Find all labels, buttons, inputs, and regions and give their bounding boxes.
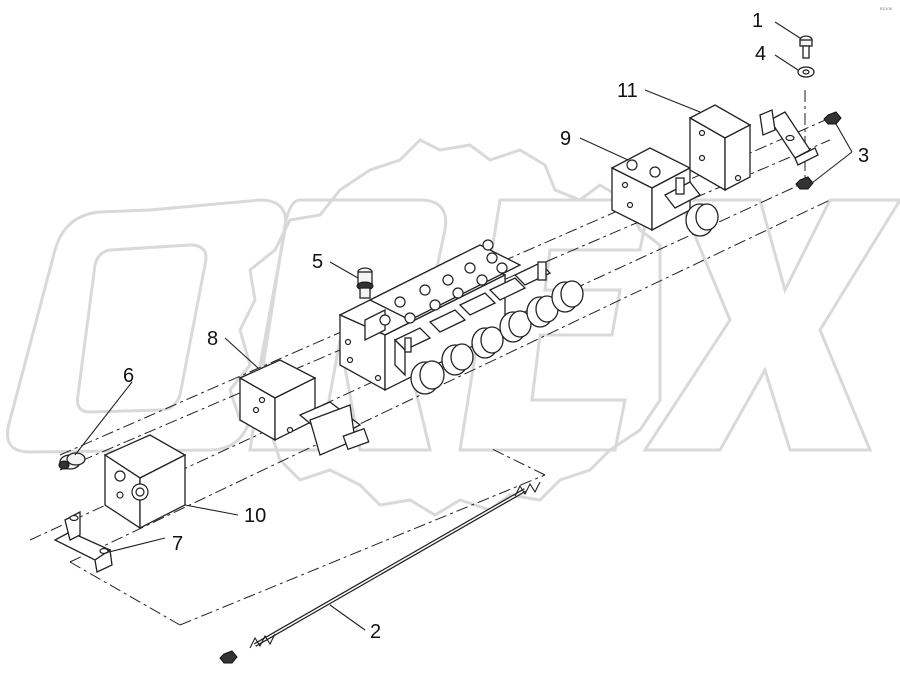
bracket-part-7 xyxy=(53,510,113,573)
nut-part-3-bottom xyxy=(795,176,814,190)
corner-mark: ᴮ²¹⁰⁶ xyxy=(880,7,893,14)
watermark-letter-e xyxy=(458,198,652,452)
washer-part-4 xyxy=(797,66,815,78)
end-block-part-9 xyxy=(610,147,719,237)
callout-6: 6 xyxy=(123,365,134,387)
middle-block-part-8 xyxy=(238,359,370,456)
callout-labels: 1 2 3 4 5 6 7 8 9 10 11 xyxy=(123,10,869,643)
callout-3: 3 xyxy=(858,145,869,167)
plug-part-6 xyxy=(58,452,86,470)
screw-part-1 xyxy=(799,35,813,59)
watermark-letter-x xyxy=(642,198,900,452)
callout-7: 7 xyxy=(172,533,183,555)
plate-part-11 xyxy=(688,104,752,192)
end-block-part-10 xyxy=(103,434,187,530)
tie-rod-part-2 xyxy=(219,481,541,664)
callout-4: 4 xyxy=(755,43,766,65)
callout-1: 1 xyxy=(752,10,763,32)
callout-5: 5 xyxy=(312,251,323,273)
nut-part-3-top xyxy=(823,111,842,125)
bracket-right xyxy=(759,109,819,166)
valve-stack xyxy=(338,239,584,395)
fitting-part-5 xyxy=(356,267,374,299)
leader-lines xyxy=(74,21,853,631)
callout-11: 11 xyxy=(617,80,638,102)
callout-8: 8 xyxy=(207,328,218,350)
rod-nut xyxy=(219,650,238,664)
callout-2: 2 xyxy=(370,621,381,643)
solenoid-caps xyxy=(410,280,584,395)
watermark-letter-o xyxy=(6,198,288,454)
callout-9: 9 xyxy=(560,128,571,150)
callout-10: 10 xyxy=(244,505,266,527)
